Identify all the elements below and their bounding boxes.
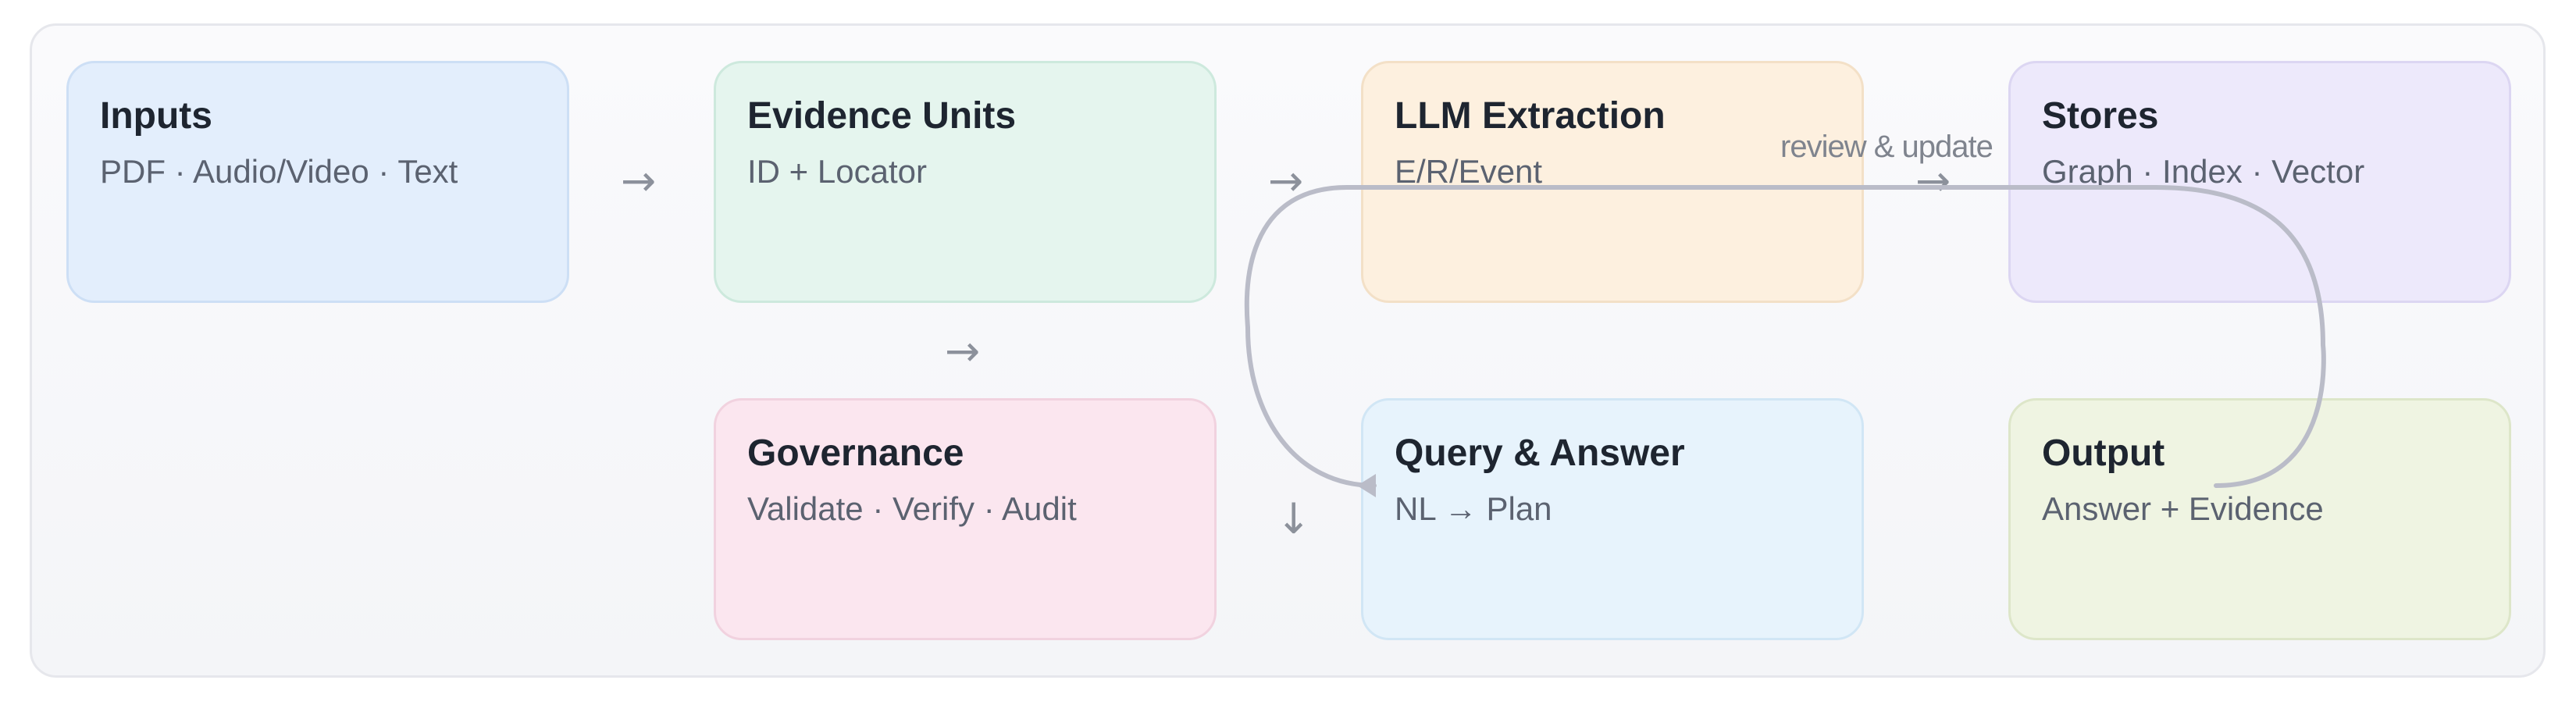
card-inputs: Inputs PDF · Audio/Video · Text (66, 61, 569, 303)
arrow-right-icon: → (1268, 156, 1304, 205)
arrow-right-icon: → (945, 326, 981, 376)
card-output: Output Answer + Evidence (2008, 398, 2511, 640)
arrow-right-icon: → (1915, 156, 1951, 205)
card-evidence-units-subtitle: ID + Locator (747, 153, 927, 190)
card-evidence-units: Evidence Units ID + Locator (714, 61, 1217, 303)
card-query-answer-title: Query & Answer (1395, 433, 1685, 474)
feedback-loop-label: review & update (1780, 130, 1993, 164)
card-query-answer: Query & Answer NL → Plan (1361, 398, 1864, 640)
card-inputs-title: Inputs (100, 95, 212, 137)
card-inputs-subtitle: PDF · Audio/Video · Text (100, 153, 458, 190)
arrow-right-icon: → (621, 156, 657, 205)
card-stores-subtitle: Graph · Index · Vector (2042, 153, 2365, 190)
card-stores: Stores Graph · Index · Vector (2008, 61, 2511, 303)
card-governance: Governance Validate · Verify · Audit (714, 398, 1217, 640)
card-stores-title: Stores (2042, 95, 2159, 137)
card-output-title: Output (2042, 433, 2165, 474)
card-llm-extraction-subtitle: E/R/Event (1395, 153, 1543, 190)
card-evidence-units-title: Evidence Units (747, 95, 1017, 137)
card-output-subtitle: Answer + Evidence (2042, 490, 2324, 527)
card-query-answer-subtitle: NL → Plan (1395, 490, 1552, 527)
arrow-down-icon: ↓ (1276, 494, 1312, 543)
card-llm-extraction-title: LLM Extraction (1395, 95, 1666, 137)
card-llm-extraction: LLM Extraction E/R/Event (1361, 61, 1864, 303)
card-governance-subtitle: Validate · Verify · Audit (747, 490, 1077, 527)
card-governance-title: Governance (747, 433, 964, 474)
